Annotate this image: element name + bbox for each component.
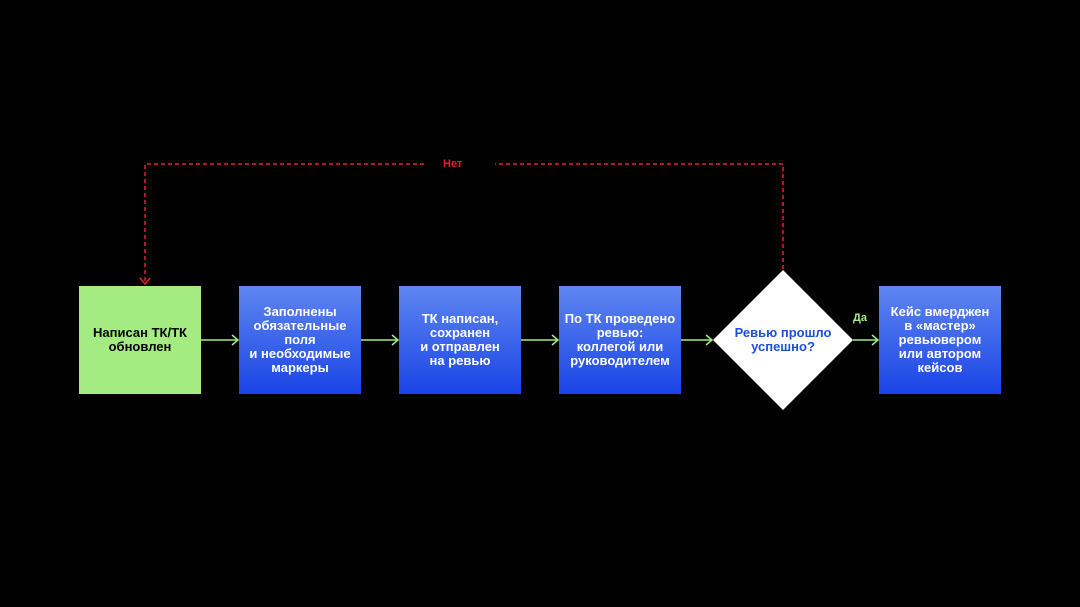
reviewed-node-shape [559, 286, 681, 394]
decision-node-label: Ревью прошло успешно? [734, 325, 832, 354]
merged-node: Кейс вмерджен в «мастер» ревьювером или … [879, 286, 1001, 394]
loop-segment-right [495, 163, 784, 269]
loop-segment-left [144, 163, 424, 284]
arrowhead-start-to-fields [231, 334, 240, 346]
fill-fields-node: Заполнены обязательные поля и необходимы… [239, 286, 361, 394]
start-node-shape [79, 286, 201, 394]
sent-review-node-label: ТК написан, сохранен и отправлен на ревь… [420, 311, 500, 368]
flow-arrows [201, 334, 880, 346]
yes-edge-label: Да [853, 312, 867, 324]
reviewed-node: По ТК проведено ревью: коллегой или руко… [559, 286, 681, 394]
no-edge-label: Нет [443, 158, 463, 170]
sent-review-node: ТК написан, сохранен и отправлен на ревь… [399, 286, 521, 394]
merged-node-shape [879, 286, 1001, 394]
start-node: Написан ТК/ТК обновлен [79, 286, 201, 394]
start-node-label: Написан ТК/ТК обновлен [93, 325, 187, 354]
arrowhead-decision-to-merged [871, 334, 880, 346]
arrowhead-sent-to-reviewed [551, 334, 560, 346]
loop-arrowhead [139, 277, 151, 286]
fill-fields-node-label: Заполнены обязательные поля и необходимы… [249, 304, 351, 375]
fill-fields-node-shape [239, 286, 361, 394]
merged-node-label: Кейс вмерджен в «мастер» ревьювером или … [890, 304, 990, 375]
sent-review-node-shape [399, 286, 521, 394]
arrowhead-reviewed-to-decision [705, 334, 714, 346]
decision-diamond [713, 270, 853, 410]
reviewed-node-label: По ТК проведено ревью: коллегой или руко… [564, 311, 676, 368]
arrowhead-fields-to-sent [391, 334, 400, 346]
loop-back-arrow [139, 163, 784, 286]
